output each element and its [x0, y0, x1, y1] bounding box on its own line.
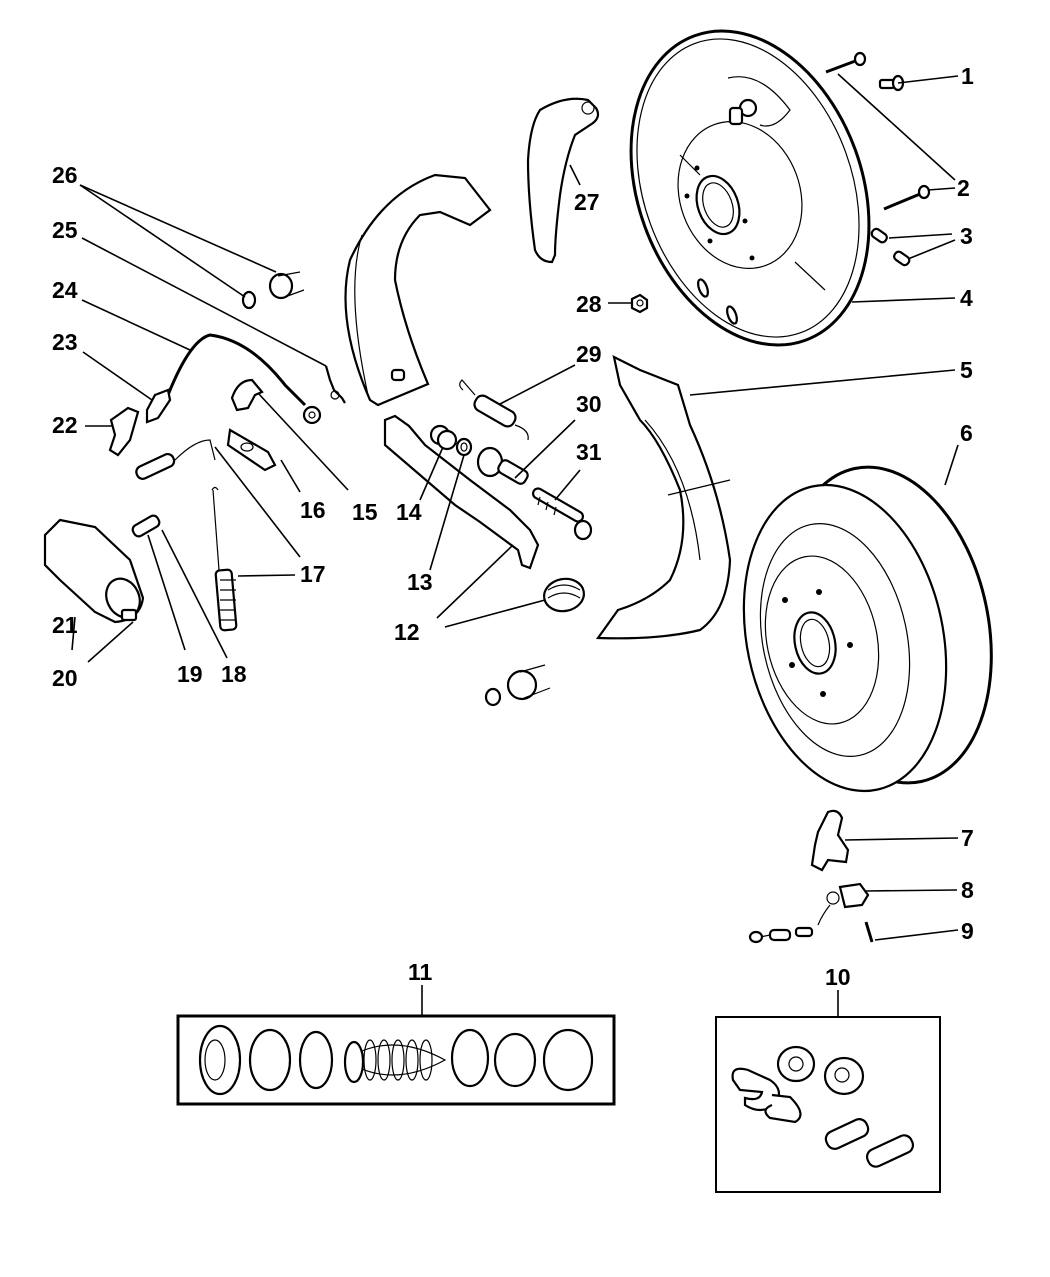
guide-plate-part	[108, 406, 140, 457]
adjuster-spring-part	[459, 379, 529, 441]
callout-13: 13	[407, 569, 433, 595]
callout-6: 6	[960, 420, 973, 446]
hardware-kit-box	[715, 1016, 941, 1193]
brake-drum-part	[742, 465, 993, 793]
cable-guide-part	[145, 388, 172, 424]
callout-30: 30	[576, 391, 602, 417]
callout-2: 2	[957, 175, 970, 201]
adjuster-cable-part	[166, 333, 322, 425]
callout-16: 16	[300, 497, 326, 523]
callout-20: 20	[52, 665, 78, 691]
plate-part	[226, 428, 277, 472]
adjuster-screw-part	[531, 487, 593, 541]
callout-19: 19	[177, 661, 203, 687]
callout-4: 4	[960, 285, 973, 311]
backing-plate-part	[629, 29, 871, 347]
leader-lines	[71, 73, 959, 1017]
callout-18: 18	[221, 661, 247, 687]
hold-down-springs-part	[484, 577, 585, 707]
callout-14: 14	[396, 499, 422, 525]
callout-29: 29	[576, 341, 602, 367]
wheel-cylinder-part	[43, 518, 145, 624]
callout-11: 11	[408, 959, 433, 985]
nut-part	[630, 293, 649, 314]
callout-26: 26	[52, 162, 78, 188]
callout-12: 12	[394, 619, 420, 645]
bracket-part	[810, 809, 850, 872]
callout-17: 17	[300, 561, 326, 587]
adjuster-nut-part	[429, 424, 458, 451]
sensor-connector-part	[748, 882, 870, 944]
primary-brake-shoe-part	[344, 173, 492, 407]
callout-22: 22	[52, 412, 78, 438]
callout-24: 24	[52, 277, 78, 303]
wheel-cylinder-repair-kit-box	[176, 1014, 616, 1106]
callout-9: 9	[961, 918, 974, 944]
pin-clip-part	[324, 365, 346, 404]
parking-brake-lever-part	[526, 97, 600, 264]
hold-down-retainer-part	[241, 271, 305, 310]
screw-part	[864, 921, 874, 943]
callout-31: 31	[576, 439, 602, 465]
plugs-part	[870, 227, 911, 267]
callout-10: 10	[825, 964, 851, 990]
adjuster-socket-part	[476, 446, 529, 485]
callout-27: 27	[574, 189, 600, 215]
callout-15: 15	[352, 499, 378, 525]
callout-3: 3	[960, 223, 973, 249]
adjuster-lever-part	[230, 378, 264, 412]
callout-21: 21	[52, 612, 78, 638]
callout-7: 7	[961, 825, 974, 851]
callout-8: 8	[961, 877, 974, 903]
mounting-bolts-part	[825, 51, 931, 211]
callout-labels: 1 2 3 4 5 6 7 8 9 10 11 12 13 14 15 16 1…	[52, 63, 974, 990]
secondary-brake-shoe-part	[595, 354, 732, 640]
callout-5: 5	[960, 357, 973, 383]
callout-1: 1	[961, 63, 974, 89]
bleeder-screw-part	[131, 514, 161, 538]
callout-25: 25	[52, 217, 78, 243]
callout-28: 28	[576, 291, 602, 317]
return-springs-part	[135, 439, 238, 632]
washer-part	[455, 437, 473, 457]
callout-23: 23	[52, 329, 78, 355]
strut-part	[383, 414, 540, 570]
